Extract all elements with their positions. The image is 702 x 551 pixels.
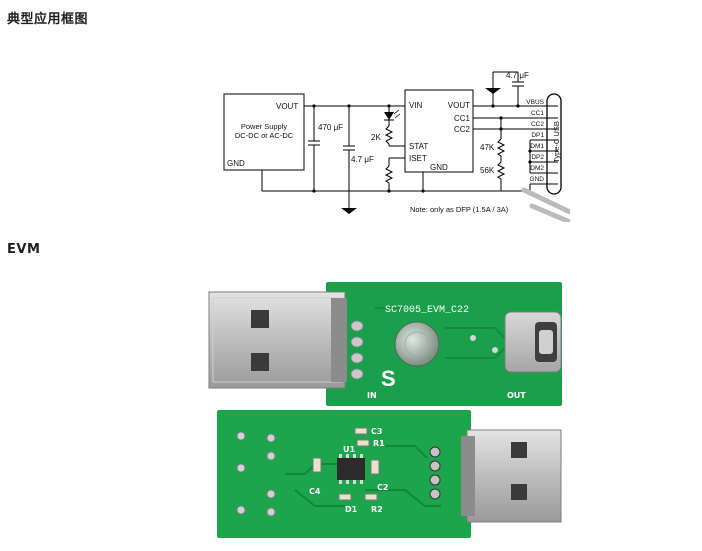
schematic-note: Note: only as DFP (1.5A / 3A) xyxy=(410,205,509,214)
usb-pin-label: VBUS xyxy=(526,99,544,106)
pcb-top xyxy=(326,282,562,406)
resistor-56k-label: 56K xyxy=(480,166,495,175)
usb-pin-label: DM2 xyxy=(530,165,544,172)
ic-stat-label: STAT xyxy=(409,142,428,151)
application-schematic: VOUT Power Supply DC-DC or AC-DC GND 470… xyxy=(223,71,570,222)
resistor-47k-label: 47K xyxy=(480,143,495,152)
cap-470uf-label: 470 μF xyxy=(318,123,343,132)
charger-ic-block xyxy=(404,89,474,173)
usb-pin-label: CC1 xyxy=(531,110,544,117)
resistor-2k-label: 2K xyxy=(371,133,381,142)
ic-gnd-label: GND xyxy=(430,163,448,172)
refdes-c3: C3 xyxy=(371,427,382,436)
ps-label-line1: Power Supply xyxy=(241,122,288,131)
ic-cc2-label: CC2 xyxy=(454,125,471,134)
ic-iset-label: ISET xyxy=(409,154,427,163)
ps-label-line2: DC-DC or AC-DC xyxy=(235,131,294,140)
refdes-r1: R1 xyxy=(373,439,385,448)
logo-mark: S xyxy=(381,366,396,391)
led-icon xyxy=(384,112,394,120)
type-c-connector xyxy=(546,93,562,195)
ic-cc1-label: CC1 xyxy=(454,114,471,123)
refdes-c4: C4 xyxy=(309,487,321,496)
usb-a-plug-top xyxy=(208,291,346,389)
section-heading-block-diagram: 典型应用框图 xyxy=(7,12,89,27)
ic-u1 xyxy=(337,458,365,480)
decorative-stripe xyxy=(529,203,570,222)
usb-pin-label: DP2 xyxy=(531,154,544,161)
usb-a-window xyxy=(251,310,269,328)
cap-output-label: 4.7 μF xyxy=(506,71,529,80)
cap-input-label: 4.7 μF xyxy=(351,155,374,164)
usb-pin-label: DM1 xyxy=(530,143,544,150)
usb-pin-label: DP1 xyxy=(531,132,544,139)
ground-icon-output xyxy=(485,88,501,94)
usb-pin-label: CC2 xyxy=(531,121,544,128)
ps-gnd-label: GND xyxy=(227,159,245,168)
ic-vout-label: VOUT xyxy=(448,101,470,110)
silkscreen-title: SC7005_EVM_C22 xyxy=(385,305,469,316)
refdes-r2: R2 xyxy=(371,505,383,514)
electrolytic-capacitor xyxy=(394,321,440,367)
section-heading-evm: EVM xyxy=(7,242,41,257)
connector-label: Type-C USB xyxy=(552,121,561,163)
usb-pin-label: GND xyxy=(530,176,545,183)
refdes-d1: D1 xyxy=(345,505,358,514)
usb-a-window xyxy=(251,353,269,371)
power-supply-block xyxy=(223,93,305,171)
silkscreen-in: IN xyxy=(367,391,377,400)
ic-vin-label: VIN xyxy=(409,101,423,110)
ps-vout-label: VOUT xyxy=(276,102,298,111)
silkscreen-out: OUT xyxy=(507,391,526,400)
evm-board-photo: S SC7005_EVM_C22 IN OUT xyxy=(208,282,562,538)
refdes-u1: U1 xyxy=(343,445,355,454)
ground-icon xyxy=(341,208,357,214)
refdes-c2: C2 xyxy=(377,483,388,492)
decorative-stripe xyxy=(521,187,570,215)
